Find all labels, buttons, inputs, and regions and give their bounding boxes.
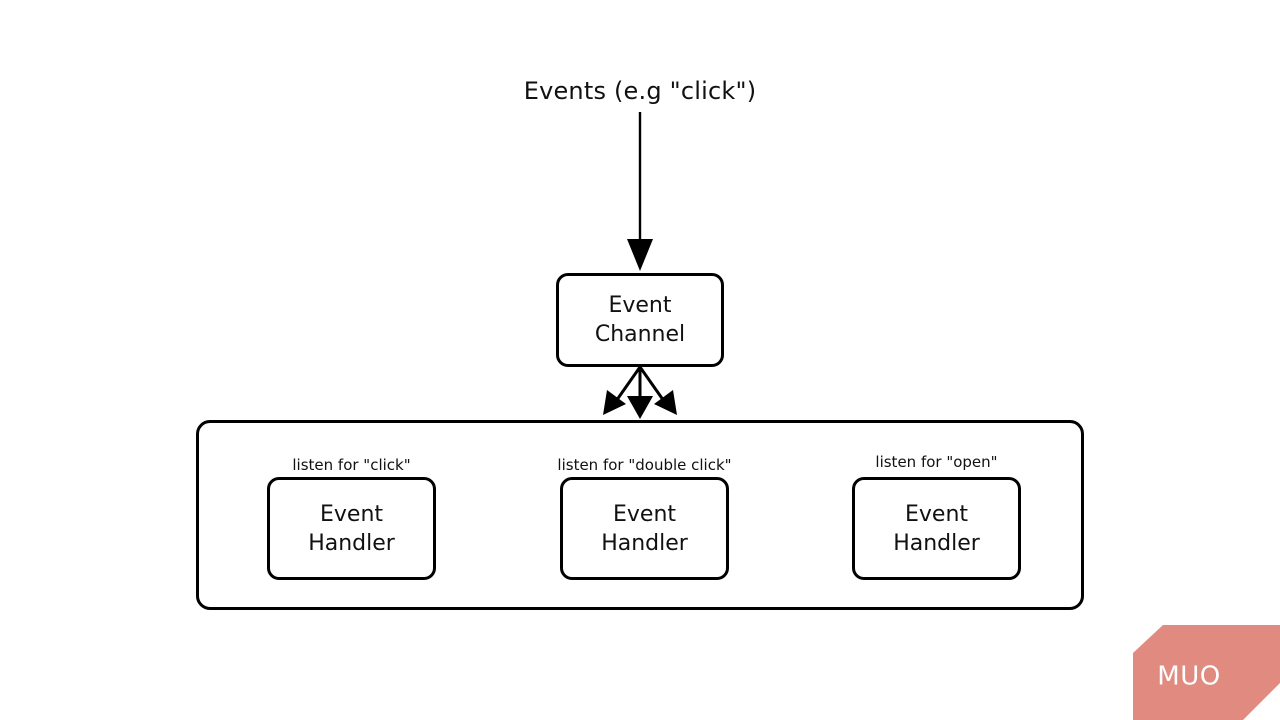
muo-watermark-shape: MUO xyxy=(1133,625,1280,720)
event-channel-node: Event Channel xyxy=(556,273,724,367)
muo-watermark-plate xyxy=(1133,625,1280,720)
event-handler-label-open: Event Handler xyxy=(893,501,980,556)
muo-watermark-text: MUO xyxy=(1157,662,1220,692)
event-handler-node-click: Event Handler xyxy=(267,477,436,580)
event-handler-label-double-click: Event Handler xyxy=(601,501,688,556)
arrow-events-to-channel xyxy=(627,112,653,271)
event-handler-node-double-click: Event Handler xyxy=(560,477,729,580)
event-handler-label-click: Event Handler xyxy=(308,501,395,556)
listen-label-click: listen for "click" xyxy=(292,456,411,474)
arrow-channel-to-handler-open xyxy=(638,366,677,415)
arrow-channel-to-handler-double-click xyxy=(627,367,653,419)
event-handler-node-open: Event Handler xyxy=(852,477,1021,580)
listen-label-open: listen for "open" xyxy=(875,453,998,471)
muo-watermark: MUO xyxy=(1133,625,1280,720)
muo-watermark-slash xyxy=(1243,683,1280,720)
event-channel-label: Event Channel xyxy=(594,293,686,347)
listen-label-double-click: listen for "double click" xyxy=(557,456,732,474)
arrow-channel-to-handler-click xyxy=(603,366,642,415)
diagram-title: Events (e.g "click") xyxy=(523,77,757,105)
